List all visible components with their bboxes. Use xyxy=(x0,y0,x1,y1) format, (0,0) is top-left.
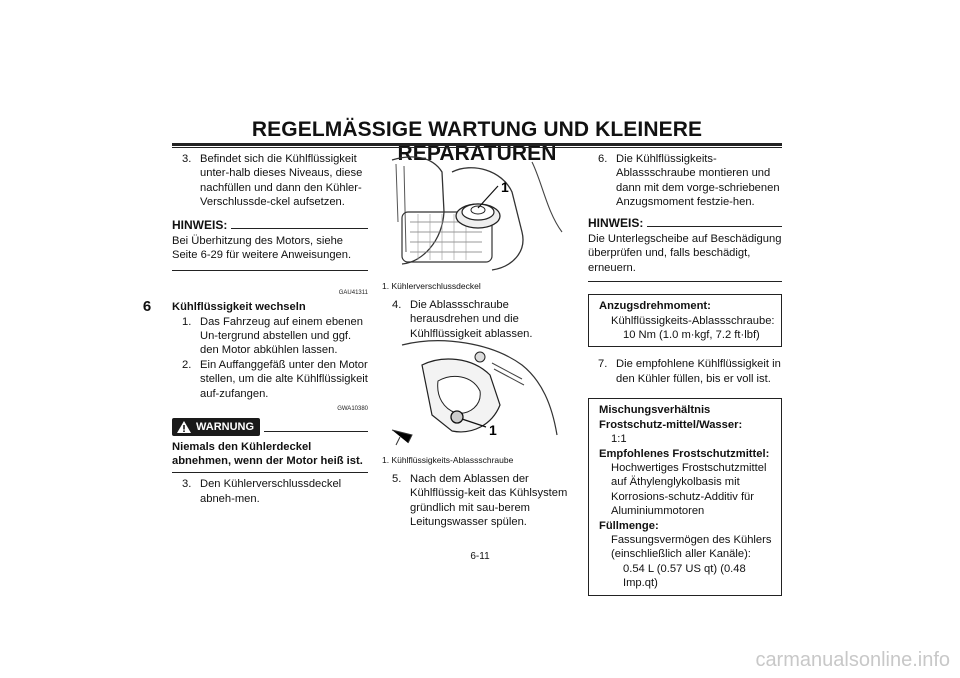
note-heading-2: HINWEIS: xyxy=(588,216,782,230)
doc-code-warning: GWA10380 xyxy=(337,406,368,413)
warning-text: Niemals den Kühlerdeckel abnehmen, wenn … xyxy=(172,440,363,468)
note-washer: HINWEIS: Die Unterlegscheibe auf Beschäd… xyxy=(588,216,782,283)
step-2: 2. Ein Auffanggefäß unter den Motor stel… xyxy=(182,358,368,400)
note-overheat: HINWEIS: Bei Überhitzung des Motors, sie… xyxy=(172,218,368,271)
step-7: 7. Die empfohlene Kühlflüssigkeit in den… xyxy=(598,358,781,385)
radiator-cap-figure: 1 xyxy=(391,156,563,271)
coolant-spec-box: Mischungsverhältnis Frostschutz-mittel/W… xyxy=(588,398,782,596)
title-rule-thin xyxy=(172,147,782,148)
doc-code: GAU41311 xyxy=(338,289,368,296)
step-3a: 3. Befindet sich die Kühlflüssigkeit unt… xyxy=(182,153,363,209)
warning-triangle-icon xyxy=(177,420,191,433)
callout-1-drain: 1 xyxy=(489,422,497,438)
page-number: 6-11 xyxy=(470,551,490,562)
torque-spec-box: Anzugsdrehmoment: Kühlflüssigkeits-Ablas… xyxy=(588,294,782,348)
warning-badge: WARNUNG xyxy=(172,417,261,436)
step-5: 5. Nach dem Ablassen der Kühlflüssig-kei… xyxy=(392,473,568,529)
drain-bolt-figure: 1 xyxy=(391,340,558,446)
step-4: 4. Die Ablassschraube herausdrehen und d… xyxy=(392,299,533,340)
figure-caption-1: 1. Kühlerverschlussdeckel xyxy=(382,281,481,291)
column-3: 6. Die Kühlflüssigkeits-Ablassschraube m… xyxy=(588,152,782,596)
step-6: 6. Die Kühlflüssigkeits-Ablassschraube m… xyxy=(598,153,780,209)
chapter-tab: 6 xyxy=(142,298,152,315)
title-rule xyxy=(172,143,782,146)
warning-header: WARNUNG xyxy=(172,417,368,436)
section-title: Kühlflüssigkeit wechseln xyxy=(172,301,306,314)
note-heading: HINWEIS: xyxy=(172,218,368,232)
step-1: 1. Das Fahrzeug auf einem ebenen Un-terg… xyxy=(182,315,363,357)
watermark: carmanualsonline.info xyxy=(755,649,950,671)
figure-caption-2: 1. Kühlflüssigkeits-Ablassschraube xyxy=(382,455,514,465)
column-1: 3. Befindet sich die Kühlflüssigkeit unt… xyxy=(172,152,368,506)
step-3b: 3. Den Kühlerverschlussdeckel abneh-men. xyxy=(182,478,342,505)
callout-1: 1 xyxy=(501,179,509,195)
